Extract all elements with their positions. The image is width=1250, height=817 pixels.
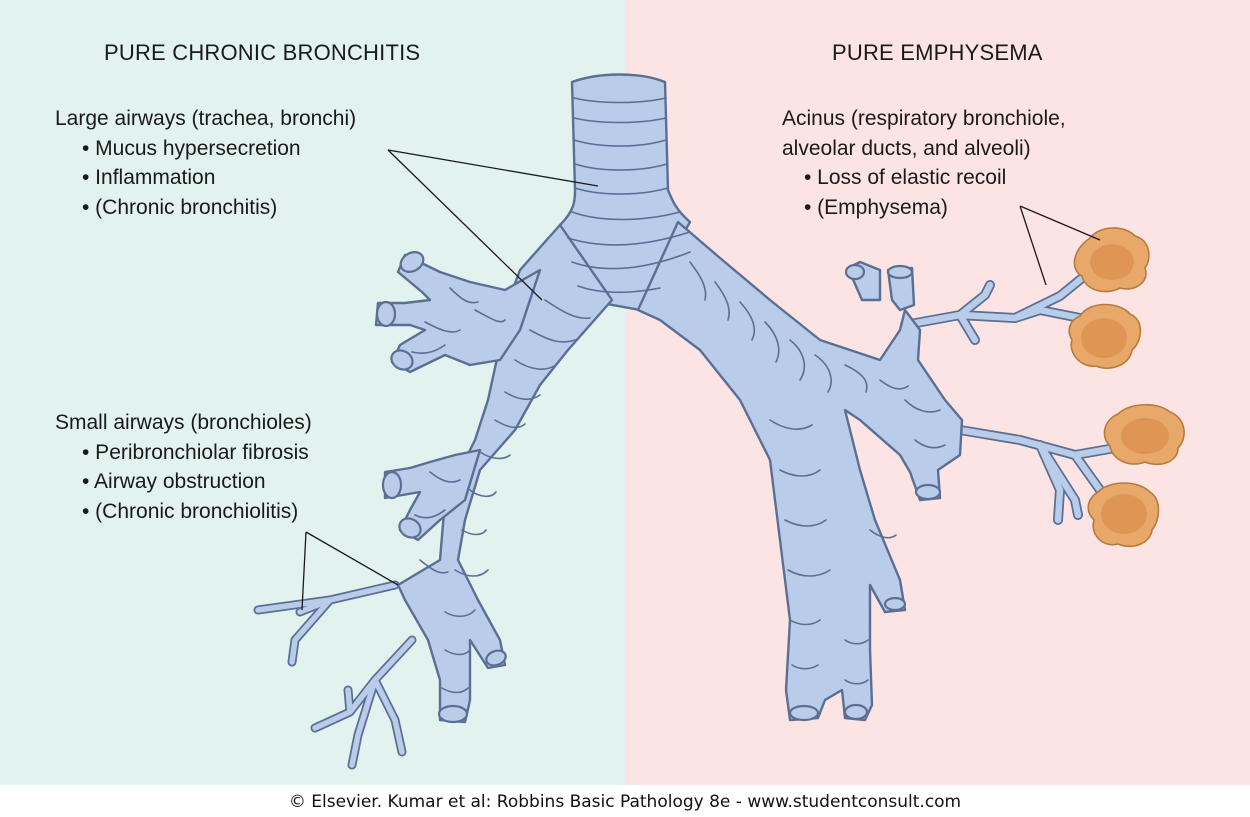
airway-tree-illustration <box>253 73 1185 770</box>
acinus-item: • Loss of elastic recoil <box>804 166 1007 189</box>
left-upper-branches <box>374 253 542 374</box>
acinus-title-line: Acinus (respiratory bronchiole, <box>782 107 1066 130</box>
large-airways-item: • Inflammation <box>82 166 216 189</box>
large-airways-item: • Mucus hypersecretion <box>82 136 301 160</box>
leader-small-airways <box>301 531 399 611</box>
left-main-bronchus <box>396 223 614 724</box>
acinus-cluster <box>1073 227 1150 293</box>
large-airways-item: • (Chronic bronchitis) <box>82 195 278 219</box>
airway-tree <box>374 73 964 724</box>
left-bronchus-folds <box>411 287 591 694</box>
small-airways-item: • (Chronic bronchiolitis) <box>82 499 299 523</box>
trachea <box>558 73 692 312</box>
leader-lines <box>301 149 1101 611</box>
leader-acinus <box>1019 205 1101 286</box>
small-airways-item: • Airway obstruction <box>82 470 266 493</box>
leader-large-airways <box>387 149 599 301</box>
chronic-bronchitis-heading: PURE CHRONIC BRONCHITIS <box>104 40 421 65</box>
acinus-label: Acinus (respiratory bronchiole, alveolar… <box>782 104 1066 222</box>
airway-openings <box>375 251 942 724</box>
copyright-footer: © Elsevier. Kumar et al: Robbins Basic P… <box>288 792 962 812</box>
acinus-cluster <box>1068 303 1142 369</box>
large-airways-label: Large airways (trachea, bronchi) • Mucus… <box>55 104 356 222</box>
right-main-bronchus <box>636 220 964 722</box>
acinus-title-line: alveolar ducts, and alveoli) <box>782 136 1031 160</box>
acinus-cluster <box>1103 403 1185 466</box>
acinus-cluster <box>1087 482 1160 548</box>
small-airways-title: Small airways (bronchioles) <box>55 411 312 434</box>
small-airways-item: • Peribronchiolar fibrosis <box>82 440 309 464</box>
right-bronchus-folds <box>689 261 946 685</box>
left-bronchiole-twigs <box>253 580 417 770</box>
acinus-item: • (Emphysema) <box>804 195 948 219</box>
large-airways-title: Large airways (trachea, bronchi) <box>55 107 357 130</box>
small-airways-label: Small airways (bronchioles) • Peribronch… <box>55 408 312 526</box>
emphysema-heading: PURE EMPHYSEMA <box>832 40 1043 65</box>
acini <box>1068 227 1185 548</box>
right-bronchiole-twigs <box>900 265 1120 525</box>
tracheal-rings <box>567 97 691 294</box>
